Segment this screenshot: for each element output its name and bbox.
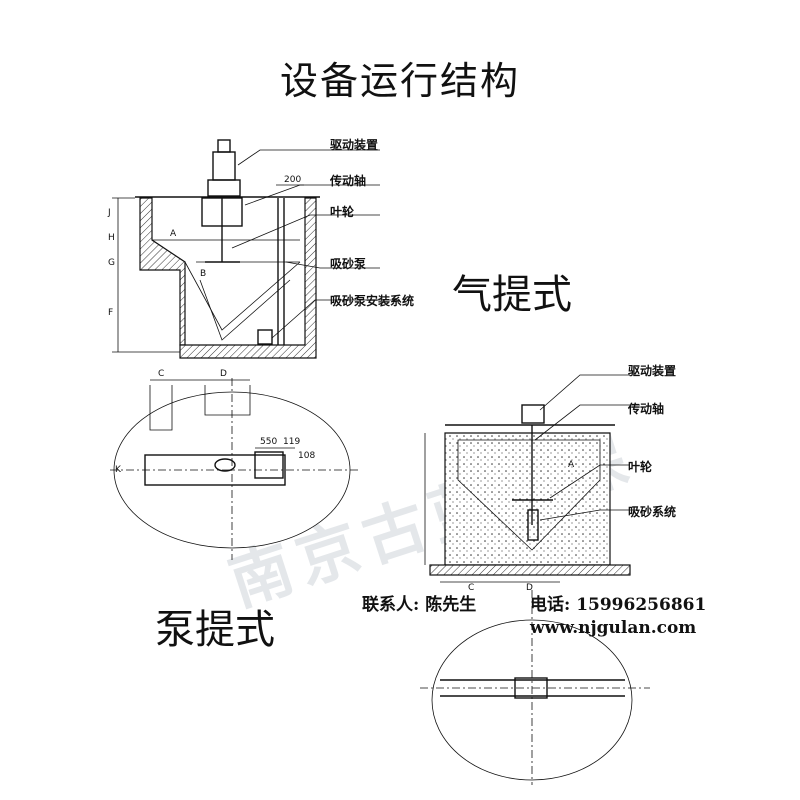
dim-119: 119 <box>283 437 300 447</box>
dim-200: 200 <box>284 175 301 185</box>
callout-sand-system: 吸砂系统 <box>628 505 677 519</box>
letter-b: B <box>200 269 206 279</box>
dim-550: 550 <box>260 437 277 447</box>
contact-website: www.njgulan.com <box>530 618 697 638</box>
air-lift-plan: C D K 550 119 108 <box>110 369 360 560</box>
letter-g: G <box>108 258 115 268</box>
callout-drive-shaft: 传动轴 <box>330 174 367 188</box>
dim-108: 108 <box>298 451 315 461</box>
contact-person: 联系人: 陈先生 <box>362 595 477 615</box>
letter-d-2: D <box>526 583 533 593</box>
pump-lift-plan: C D <box>420 581 650 785</box>
letter-j: J <box>107 208 111 218</box>
letter-d: D <box>220 369 227 379</box>
callout-impeller-2: 叶轮 <box>628 460 653 474</box>
pump-lift-elevation: A <box>424 374 640 576</box>
callout-drive-unit-2: 驱动装置 <box>628 364 677 378</box>
label-pump-lift: 泵提式 <box>155 607 275 653</box>
label-air-lift: 气提式 <box>452 272 572 318</box>
letter-f: F <box>108 308 113 318</box>
letter-h: H <box>108 233 115 243</box>
callout-impeller: 叶轮 <box>330 205 355 219</box>
page-title: 设备运行结构 <box>279 59 520 103</box>
letter-c: C <box>158 369 164 379</box>
contact-phone: 电话: 15996256861 <box>530 595 707 615</box>
letter-k: K <box>115 465 122 475</box>
callout-sand-pump: 吸砂泵 <box>330 257 367 271</box>
letter-c-2: C <box>468 583 474 593</box>
callout-drive-unit: 驱动装置 <box>330 138 379 152</box>
callout-pump-install-system: 吸砂泵安装系统 <box>330 294 415 308</box>
callout-drive-shaft-2: 传动轴 <box>628 402 665 416</box>
letter-a-2: A <box>568 460 575 470</box>
letter-a: A <box>170 229 177 239</box>
air-lift-elevation: A B F G H J 200 <box>107 139 400 359</box>
